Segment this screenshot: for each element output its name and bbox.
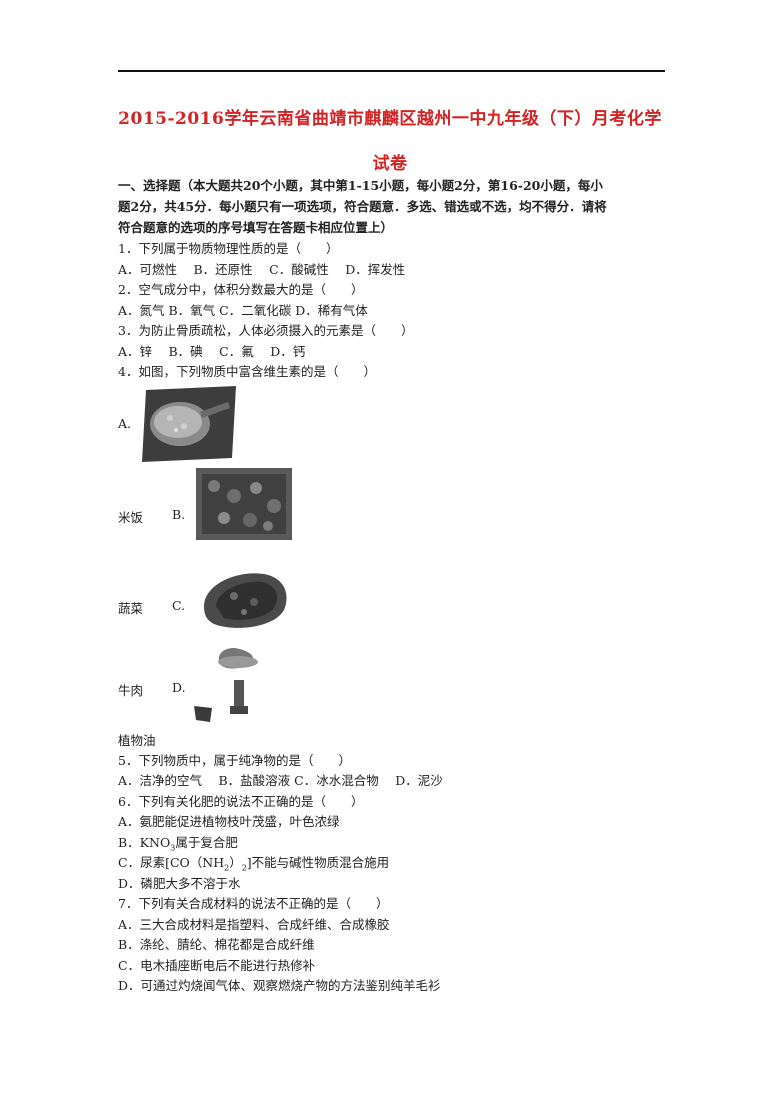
page-title: 2015-2016学年云南省曲靖市麒麟区越州一中九年级（下）月考化学 <box>118 109 662 129</box>
question-3: 3．为防止骨质疏松，人体必须摄入的元素是（ ） <box>118 323 414 338</box>
question-1: 1．下列属于物质物理性质的是（ ） <box>118 241 339 256</box>
question-5-options: A．洁净的空气 B．盐酸溶液 C．冰水混合物 D．泥沙 <box>118 773 443 788</box>
section-heading-line2: 题2分，共45分．每小题只有一项选项，符合题意．多选、错选或不选，均不得分．请将 <box>118 199 607 215</box>
question-6-option-a: A．氨肥能促进植物枝叶茂盛，叶色浓绿 <box>118 814 340 829</box>
question-2: 2．空气成分中，体积分数最大的是（ ） <box>118 282 364 297</box>
question-3-options: A．锌 B．碘 C．氟 D．钙 <box>118 344 306 359</box>
q4-option-d-label: D. <box>172 680 186 695</box>
q4-option-a-text: 米饭 <box>118 510 144 525</box>
section-line: 符合题意的选项的序号填写在答题卡相应位置上） <box>118 220 394 235</box>
question-7: 7．下列有关合成材料的说法不正确的是（ ） <box>118 896 389 911</box>
section-heading: 一、选择题（本大题共20个小题，其中第1-15小题，每小题2分，第16-20小题… <box>118 178 603 194</box>
q4-option-b-label: B. <box>172 507 186 522</box>
rice-photo <box>140 384 240 464</box>
q4-option-c-label: C. <box>172 598 186 613</box>
vegetable-photo <box>194 466 294 542</box>
q4-option-b-text: 蔬菜 <box>118 601 144 616</box>
beef-photo <box>194 566 294 638</box>
header-rule <box>118 70 665 72</box>
section-line: 一、选择题（本大题共20个小题，其中第1-15小题，每小题2分，第16-20小题… <box>118 178 603 193</box>
section-heading-line3: 符合题意的选项的序号填写在答题卡相应位置上） <box>118 220 393 236</box>
question-7-option-d: D．可通过灼烧闻气体、观察燃烧产物的方法鉴别纯羊毛衫 <box>118 978 441 993</box>
question-6-option-c: C．尿素[CO（NH2）2]不能与碱性物质混合施用 <box>118 855 390 873</box>
page-title-cont: 试卷 <box>372 154 408 174</box>
q4-option-d-text: 植物油 <box>118 733 156 748</box>
question-7-option-c: C．电木插座断电后不能进行热修补 <box>118 958 316 973</box>
question-6-option-b: B．KNO3属于复合肥 <box>118 835 238 853</box>
q4-option-c-text: 牛肉 <box>118 683 144 698</box>
section-line: 题2分，共45分．每小题只有一项选项，符合题意．多选、错选或不选，均不得分．请将 <box>118 199 607 214</box>
question-7-option-a: A．三大合成材料是指塑料、合成纤维、合成橡胶 <box>118 917 390 932</box>
q4-option-a-label: A. <box>118 416 132 431</box>
question-6-option-d: D．磷肥大多不溶于水 <box>118 876 241 891</box>
question-5: 5．下列物质中，属于纯净物的是（ ） <box>118 753 351 768</box>
oil-photo <box>194 644 274 724</box>
question-7-option-b: B．涤纶、腈纶、棉花都是合成纤维 <box>118 937 315 952</box>
question-4: 4．如图，下列物质中富含维生素的是（ ） <box>118 364 376 379</box>
question-6: 6．下列有关化肥的说法不正确的是（ ） <box>118 794 364 809</box>
question-2-options: A．氮气 B．氧气 C．二氧化碳 D．稀有气体 <box>118 303 368 318</box>
question-1-options: A．可燃性 B．还原性 C．酸碱性 D．挥发性 <box>118 262 406 277</box>
